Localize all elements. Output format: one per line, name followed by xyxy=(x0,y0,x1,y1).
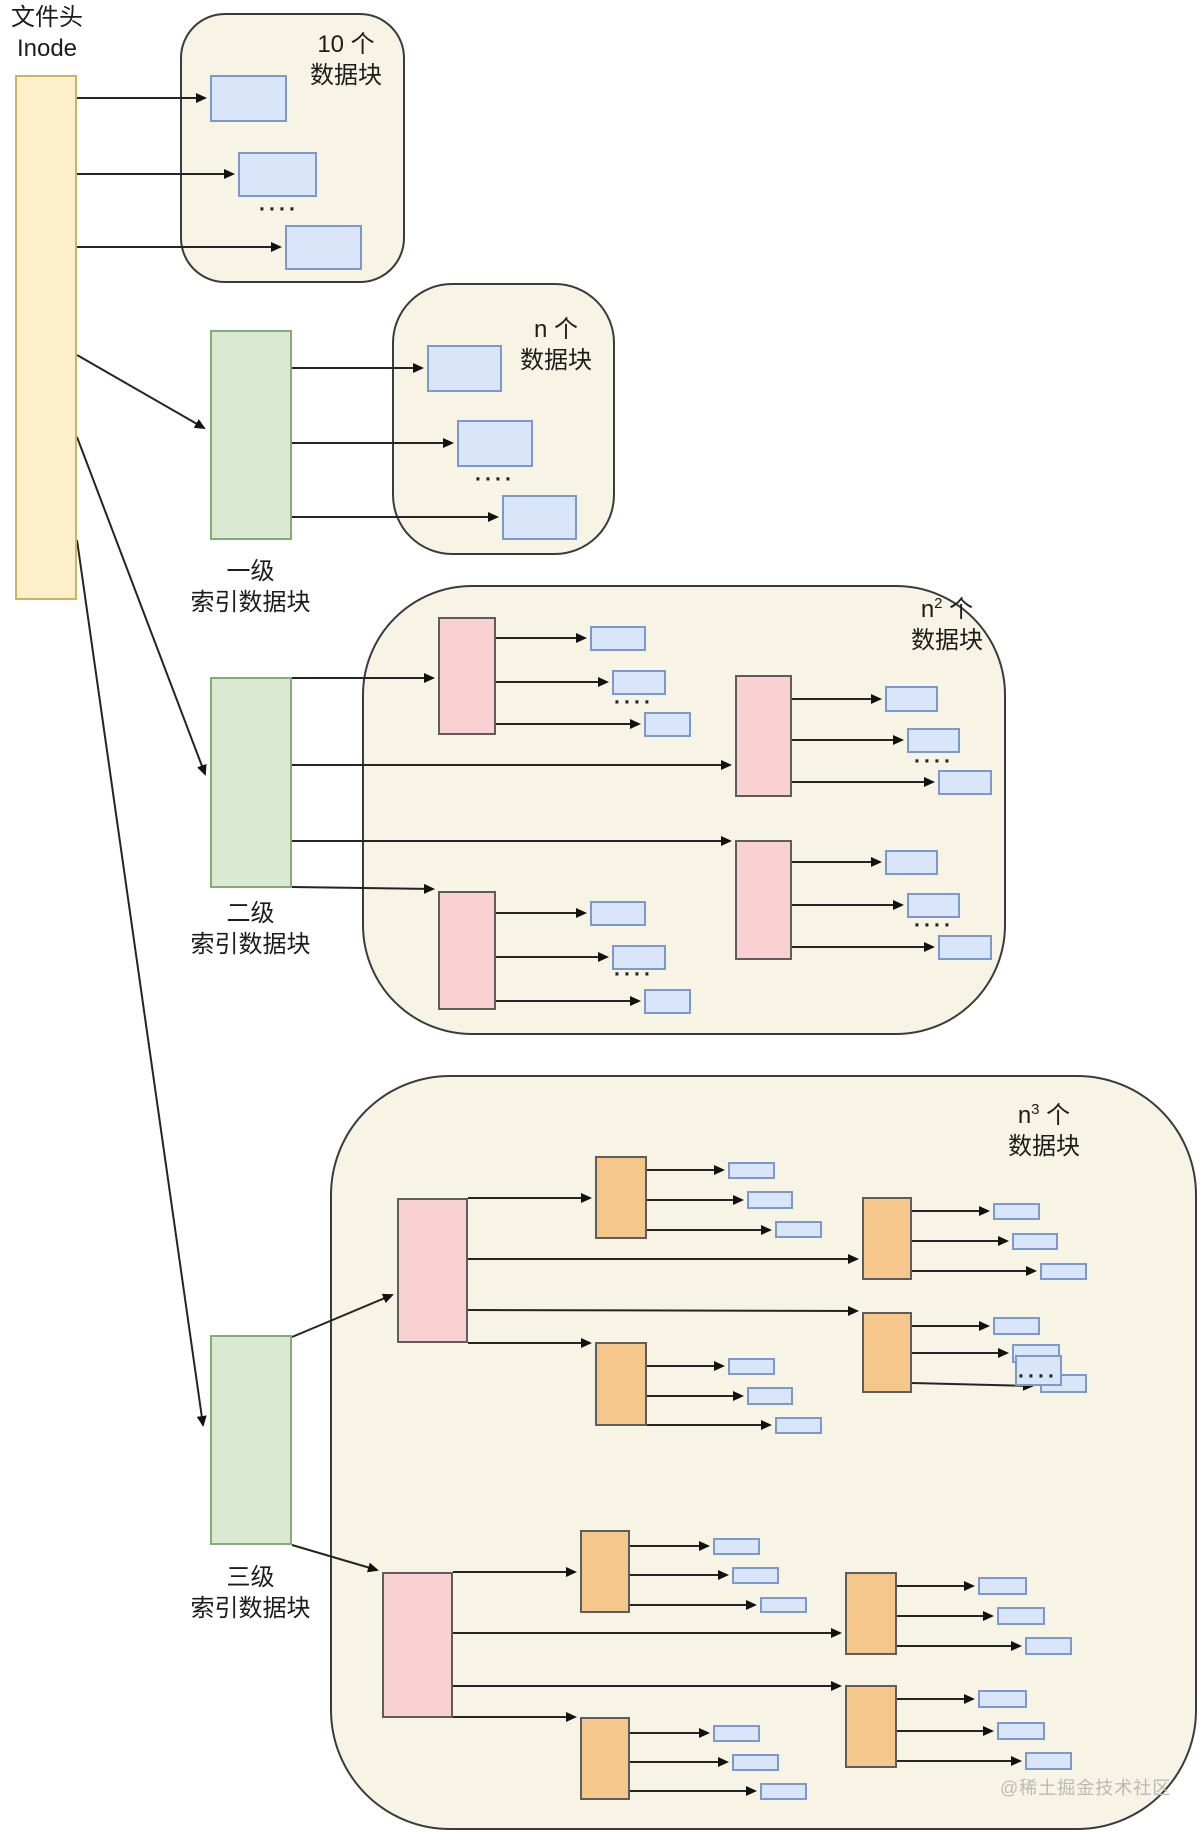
data-block xyxy=(997,1607,1045,1625)
inode-label-line2: Inode xyxy=(16,35,78,62)
index-block-green xyxy=(210,330,292,540)
data-block xyxy=(502,495,577,540)
watermark: @稀土掘金技术社区 xyxy=(1000,1778,1172,1798)
data-block xyxy=(285,225,362,270)
ellipsis-dots: ···· xyxy=(614,691,654,714)
index-block-orange xyxy=(580,1530,630,1613)
inode-label: 文件头 Inode xyxy=(0,2,94,64)
level3-index-label: 三级 索引数据块 xyxy=(190,1564,311,1622)
data-block xyxy=(760,1783,807,1800)
data-block xyxy=(732,1567,779,1584)
data-block xyxy=(1012,1233,1058,1250)
index-block-orange xyxy=(845,1572,897,1655)
index-block-green xyxy=(210,677,292,888)
single-indirect-count-label: n 个 数据块 xyxy=(520,316,592,374)
data-block xyxy=(238,152,317,197)
data-block xyxy=(993,1203,1040,1220)
data-block xyxy=(1025,1637,1072,1655)
arrow xyxy=(76,539,207,1427)
data-block xyxy=(907,728,960,753)
level1-index-label: 一级 索引数据块 xyxy=(190,558,311,616)
inode-block xyxy=(15,75,77,600)
index-block-green xyxy=(210,1335,292,1545)
index-block-orange xyxy=(595,1342,647,1426)
data-block xyxy=(612,945,666,970)
data-block xyxy=(644,989,691,1014)
data-block xyxy=(997,1722,1045,1740)
data-block xyxy=(1040,1263,1087,1280)
data-block xyxy=(713,1725,760,1742)
direct-blocks-count-label: 10 个 数据块 xyxy=(310,31,382,89)
index-block-pink xyxy=(735,675,792,797)
data-block xyxy=(728,1162,775,1179)
double-indirect-count-label: n2 个 数据块 xyxy=(911,595,983,654)
index-block-orange xyxy=(595,1156,647,1239)
data-block xyxy=(938,770,992,795)
ellipsis-dots: ···· xyxy=(614,963,654,986)
data-block xyxy=(993,1317,1040,1335)
index-block-orange xyxy=(862,1197,912,1280)
data-block xyxy=(885,850,938,875)
index-block-pink xyxy=(438,891,496,1010)
data-block xyxy=(747,1191,793,1209)
inode-label-line1: 文件头 xyxy=(11,4,83,31)
data-block xyxy=(457,420,533,467)
data-block xyxy=(907,893,960,918)
data-block xyxy=(760,1597,807,1613)
data-block xyxy=(590,626,646,651)
data-block xyxy=(885,686,938,712)
data-block xyxy=(427,345,502,392)
data-block xyxy=(210,75,287,122)
data-block xyxy=(978,1577,1027,1595)
data-block xyxy=(732,1754,779,1771)
data-block xyxy=(644,712,691,737)
data-block xyxy=(590,901,646,926)
ellipsis-dots: ···· xyxy=(914,914,954,937)
index-block-orange xyxy=(845,1685,897,1768)
data-block xyxy=(713,1538,760,1555)
index-block-pink xyxy=(397,1198,468,1343)
data-block xyxy=(938,935,992,960)
ellipsis-dots: ···· xyxy=(259,198,299,221)
index-block-orange xyxy=(862,1312,912,1393)
index-block-pink xyxy=(735,840,792,960)
data-block xyxy=(747,1387,793,1405)
index-block-orange xyxy=(580,1717,630,1800)
data-block xyxy=(612,670,666,695)
arrow xyxy=(76,354,206,429)
data-block xyxy=(728,1358,775,1375)
index-block-pink xyxy=(438,617,496,735)
data-blocks-group xyxy=(330,1075,1197,1830)
index-block-pink xyxy=(382,1572,453,1718)
data-block xyxy=(1025,1752,1072,1770)
ellipsis-dots: ···· xyxy=(914,750,954,773)
ellipsis-dots: ···· xyxy=(475,468,515,491)
level2-index-label: 二级 索引数据块 xyxy=(190,900,311,958)
data-block xyxy=(775,1221,822,1238)
data-block xyxy=(978,1690,1027,1708)
ellipsis-dots: ···· xyxy=(1018,1365,1058,1388)
triple-indirect-count-label: n3 个 数据块 xyxy=(1008,1101,1080,1160)
data-block xyxy=(775,1417,822,1434)
data-block xyxy=(1015,1355,1062,1386)
